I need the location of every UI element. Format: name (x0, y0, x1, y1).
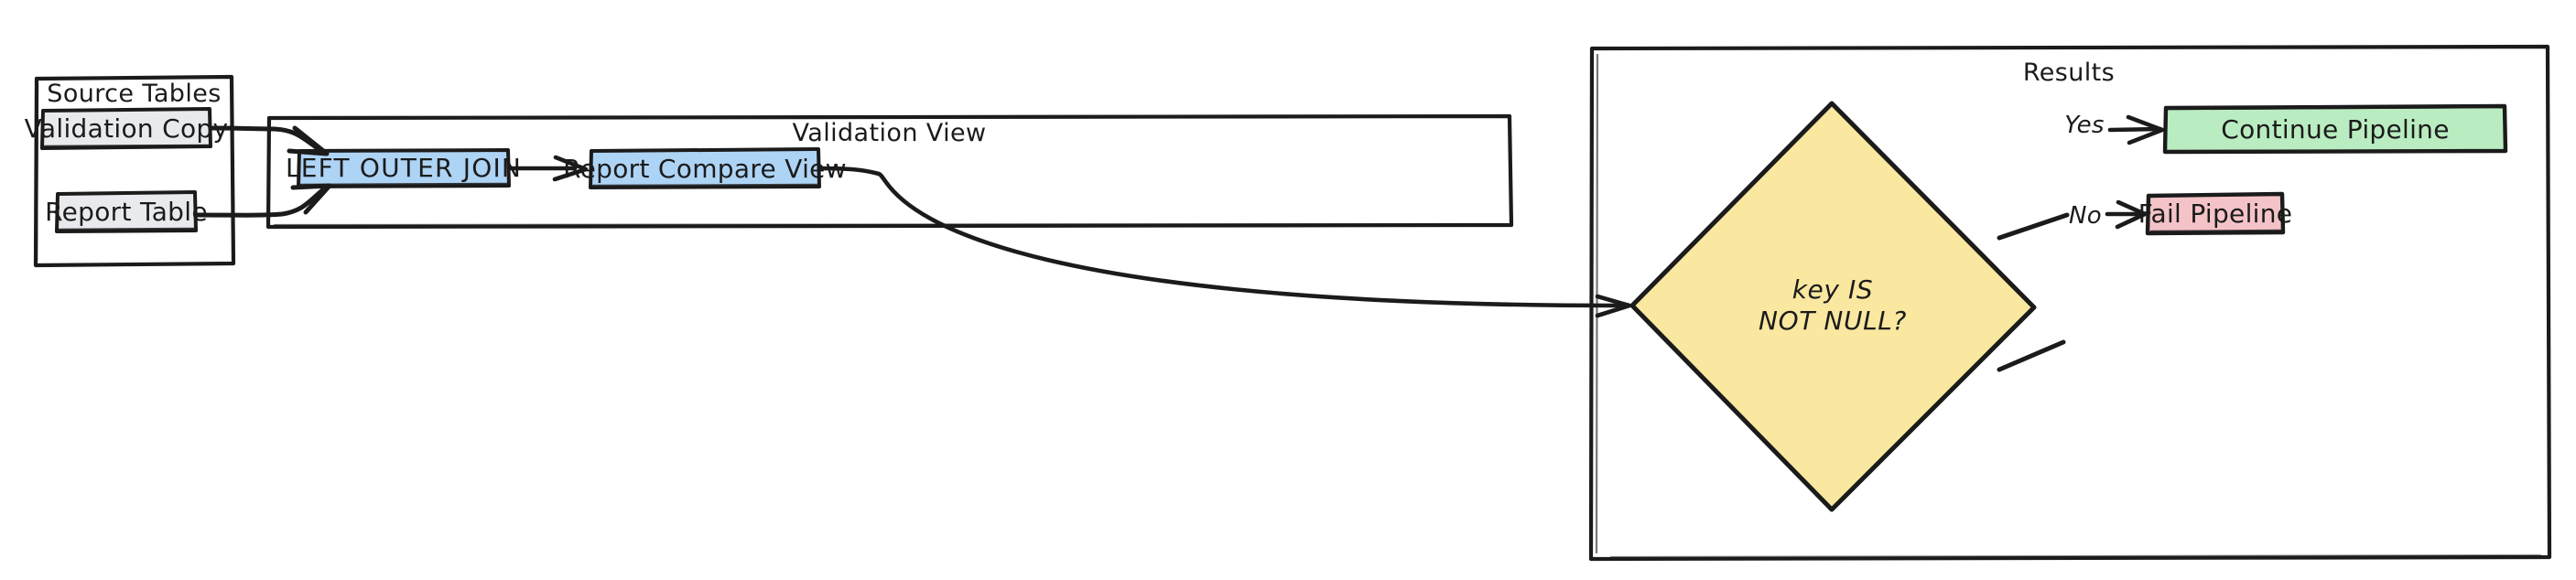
edge-compare-to-decision (818, 166, 1632, 318)
node-report-table[interactable] (55, 190, 198, 233)
group-validation-view (265, 113, 1514, 230)
node-continue-pipeline[interactable] (2162, 103, 2508, 155)
edge-decision-yes (1997, 114, 2165, 241)
edge-decision-no (1997, 199, 2148, 372)
node-fail-pipeline[interactable] (2145, 191, 2286, 236)
node-left-outer-join[interactable] (297, 148, 511, 188)
node-report-compare-view[interactable] (589, 147, 821, 189)
node-key-is-not-null[interactable] (1629, 101, 2037, 512)
node-validation-copy[interactable] (40, 107, 212, 150)
edge-validation-copy-to-join (209, 125, 330, 156)
edge-report-table-to-join (194, 183, 332, 218)
group-source-tables (33, 74, 236, 268)
edge-join-to-compare (508, 155, 589, 182)
